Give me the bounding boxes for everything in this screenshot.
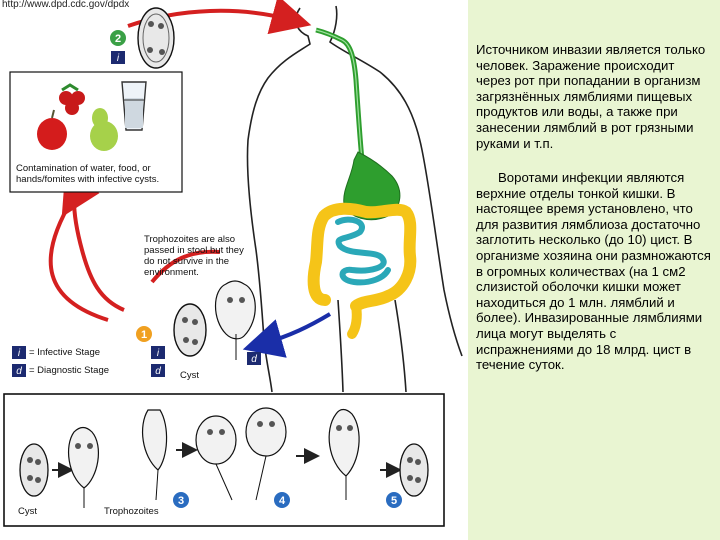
infective-icon-top-letter: i [117,53,120,64]
esophagus [315,27,365,161]
cyst-top [137,7,175,69]
life-cycle-illustration: 2 i [3,0,463,527]
red-arrow-mid [72,199,125,312]
esophagus-inner [315,29,363,161]
cyst-label: Cyst [180,370,199,381]
rectum [347,301,362,339]
blue-arrow [242,312,332,358]
bottom-trophozoite-dividing [195,407,287,501]
pear-icon [90,108,118,151]
trophozoites-label: Trophozoites [104,506,159,517]
infective-icon-top [111,51,125,64]
paragraph-source: Источником инвазии является только челов… [476,42,706,151]
diagnostic-icon-mid [151,364,165,377]
infective-icon-mid-letter: i [157,348,160,359]
step-1-badge [136,326,152,342]
step-1-number: 1 [141,329,147,341]
red-arrow-right [150,249,221,284]
text-panel: Источником инвазии является только челов… [468,0,720,540]
bottom-trophozoite-1 [67,426,99,508]
red-arrow-left [48,172,109,322]
diagnostic-icon-trophozoite-letter: d [251,354,257,365]
large-intestine [307,202,417,312]
bottom-cyst-right [399,443,429,497]
contamination-caption: Contamination of water, food, or hands/f… [16,163,160,185]
legend-diagnostic-icon [12,364,26,377]
source-url: http://www.dpd.cdc.gov/dpdx [2,0,130,10]
apple-icon [37,109,67,150]
legend-diagnostic-label: = Diagnostic Stage [29,365,110,376]
legend-infective-label: = Infective Stage [29,347,101,358]
step-5-badge [386,492,402,508]
trophozoite-near-body [215,280,256,360]
water-glass-icon [121,81,147,131]
step-3-badge [173,492,189,508]
step-3-number: 3 [178,495,184,507]
legend-diagnostic-icon-letter: d [16,366,22,377]
bottom-cyst-left [19,443,49,497]
paragraph-infection-gate: Воротами инфекции являются верхние отдел… [476,170,711,373]
cyst-near-body [173,303,207,357]
bottom-cyst-label: Cyst [18,506,37,517]
step-2-badge [110,30,126,46]
small-intestine [335,216,391,286]
step-4-number: 4 [279,495,286,507]
bottom-trophozoite-3 [328,408,360,500]
bottom-trophozoite-2 [141,409,168,501]
legend-infective-icon [12,346,26,359]
diagnostic-icon-mid-letter: d [155,366,161,377]
infective-icon-mid [151,346,165,359]
life-cycle-diagram: 2 i [2,0,463,527]
step-4-badge [274,492,290,508]
step-2-number: 2 [115,33,121,45]
step-5-number: 5 [391,495,397,507]
strawberries-icon [59,83,85,115]
trophozoites-note: Trophozoites are also passed in stool bu… [144,234,244,278]
diagnostic-icon-trophozoite [247,352,261,365]
legend-infective-icon-letter: i [18,348,21,359]
